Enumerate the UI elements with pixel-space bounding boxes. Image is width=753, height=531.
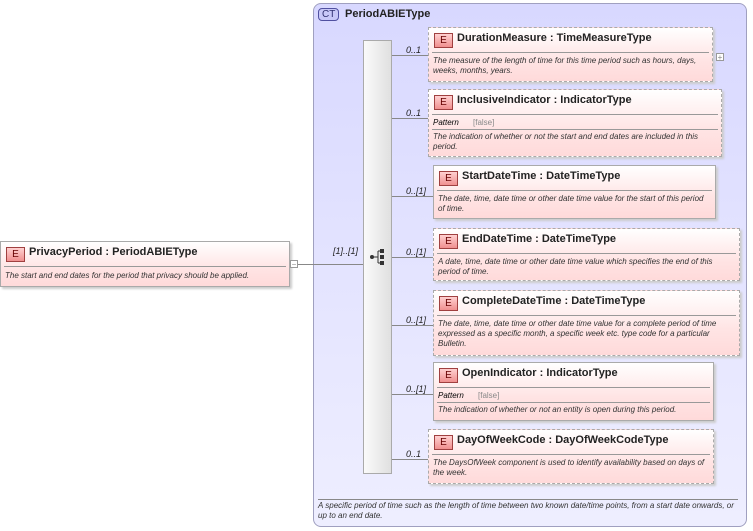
element-startdatetime[interactable]: E StartDateTime : DateTimeType The date,… — [433, 165, 716, 219]
element-description: A date, time, date time or other date ti… — [438, 257, 713, 276]
cardinality: 0..1 — [406, 108, 422, 118]
element-description: The DaysOfWeek component is used to iden… — [433, 458, 705, 477]
element-description: The measure of the length of time for th… — [433, 56, 697, 75]
element-label: DurationMeasure : TimeMeasureType — [457, 32, 652, 44]
sequence-icon — [370, 249, 384, 265]
element-description: The indication of whether or not the sta… — [433, 132, 699, 151]
element-label: InclusiveIndicator : IndicatorType — [457, 94, 632, 106]
cardinality: 0..[1] — [406, 186, 427, 196]
collapse-toggle[interactable]: − — [290, 260, 298, 269]
complex-type-description: A specific period of time such as the le… — [318, 499, 738, 521]
cardinality: 0..1 — [406, 449, 422, 459]
element-badge: E — [439, 171, 458, 186]
element-openindicator[interactable]: E OpenIndicator : IndicatorType Pattern [… — [433, 362, 714, 421]
element-label: DayOfWeekCode : DayOfWeekCodeType — [457, 434, 669, 446]
element-badge: E — [439, 368, 458, 383]
complex-type-badge: CT — [318, 8, 340, 21]
element-label: EndDateTime : DateTimeType — [462, 233, 617, 245]
element-badge: E — [439, 296, 458, 311]
element-completedatetime[interactable]: E CompleteDateTime : DateTimeType The da… — [433, 290, 740, 356]
element-description: The start and end dates for the period t… — [5, 271, 250, 280]
element-description: The date, time, date time or other date … — [438, 194, 704, 213]
complex-type-title: PeriodABIEType — [345, 8, 431, 20]
pattern-label: Pattern — [438, 391, 464, 400]
element-description: The indication of whether or not an enti… — [438, 405, 677, 414]
element-durationmeasure[interactable]: E DurationMeasure : TimeMeasureType The … — [428, 27, 713, 82]
element-badge: E — [434, 33, 453, 48]
pattern-value: [false] — [473, 118, 495, 127]
element-dayofweekcode[interactable]: E DayOfWeekCode : DayOfWeekCodeType The … — [428, 429, 714, 484]
pattern-value: [false] — [478, 391, 500, 400]
element-badge: E — [434, 435, 453, 450]
pattern-label: Pattern — [433, 118, 459, 127]
element-badge: E — [434, 95, 453, 110]
root-element-privacy-period[interactable]: E PrivacyPeriod : PeriodABIEType The sta… — [0, 241, 290, 287]
element-label: StartDateTime : DateTimeType — [462, 170, 621, 182]
cardinality: 0..[1] — [406, 384, 427, 394]
element-enddatetime[interactable]: E EndDateTime : DateTimeType A date, tim… — [433, 228, 740, 281]
cardinality: 0..1 — [406, 45, 422, 55]
element-badge: E — [6, 247, 25, 262]
element-badge: E — [439, 234, 458, 249]
element-description: The date, time, date time or other date … — [438, 319, 717, 348]
cardinality: 0..[1] — [406, 247, 427, 257]
root-cardinality: [1]..[1] — [333, 246, 359, 256]
element-label: OpenIndicator : IndicatorType — [462, 367, 618, 379]
expand-toggle[interactable]: + — [716, 53, 724, 62]
element-label: CompleteDateTime : DateTimeType — [462, 295, 646, 307]
element-label: PrivacyPeriod : PeriodABIEType — [29, 246, 198, 258]
element-inclusiveindicator[interactable]: E InclusiveIndicator : IndicatorType Pat… — [428, 89, 722, 157]
cardinality: 0..[1] — [406, 315, 427, 325]
